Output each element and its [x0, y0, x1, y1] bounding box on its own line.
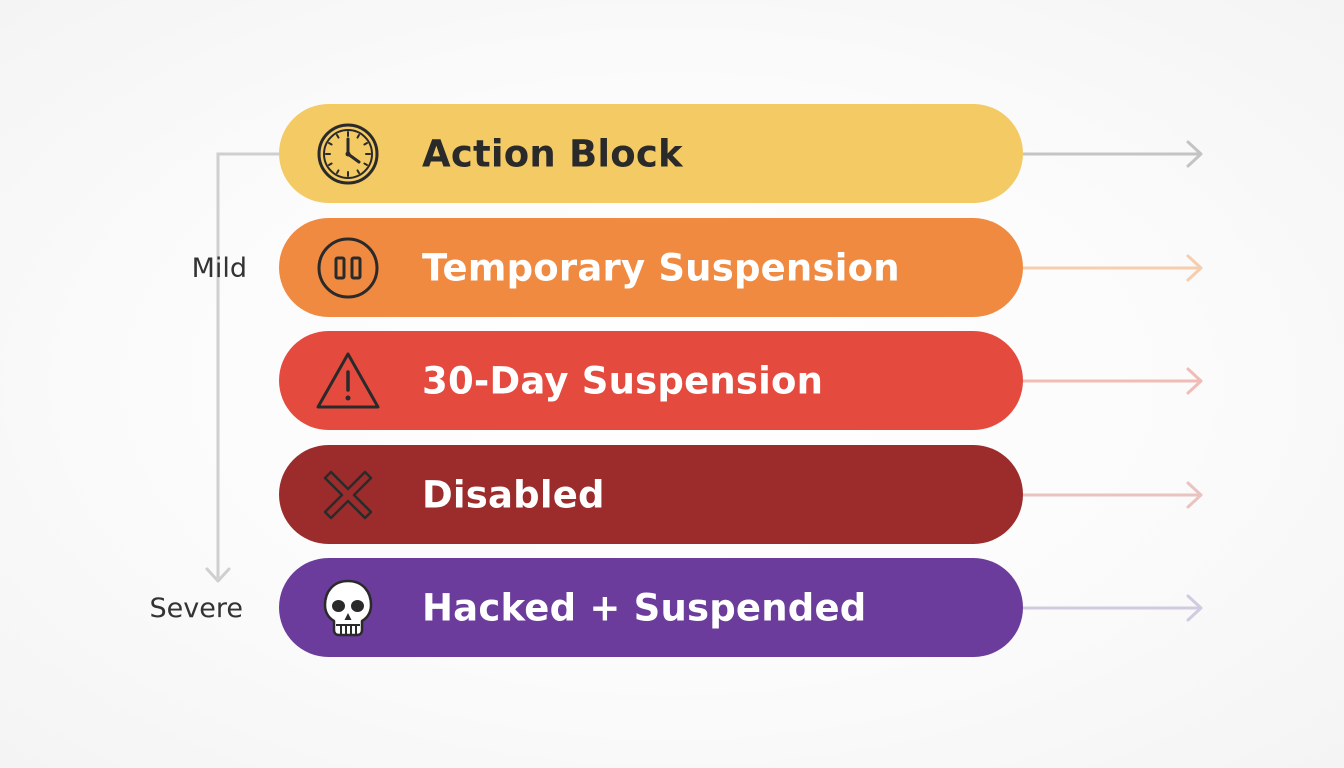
level-temporary-suspension: Temporary Suspension — [279, 218, 1023, 317]
level-label: Temporary Suspension — [422, 246, 900, 289]
clock-icon — [315, 121, 381, 187]
level-disabled: Disabled — [279, 445, 1023, 544]
pause-icon — [315, 235, 381, 301]
arrow-temporary-suspension — [1023, 254, 1203, 282]
scale-arrowhead — [205, 567, 231, 583]
arrow-hacked-suspended — [1023, 594, 1203, 622]
level-hacked-suspended: Hacked + Suspended — [279, 558, 1023, 657]
skull-icon — [315, 575, 381, 641]
arrow-disabled — [1023, 481, 1203, 509]
mild-label: Mild — [191, 253, 247, 284]
level-label: Action Block — [422, 132, 683, 175]
severe-label: Severe — [149, 593, 243, 624]
level-label: 30-Day Suspension — [422, 359, 824, 402]
level-action-block: Action Block — [279, 104, 1023, 203]
level-label: Hacked + Suspended — [422, 586, 867, 629]
x-icon — [315, 462, 381, 528]
arrow-action-block — [1023, 140, 1203, 168]
level-30-day-suspension: 30-Day Suspension — [279, 331, 1023, 430]
level-label: Disabled — [422, 473, 605, 516]
warning-icon — [315, 348, 381, 414]
scale-axis — [216, 152, 279, 578]
arrow-30-day-suspension — [1023, 367, 1203, 395]
